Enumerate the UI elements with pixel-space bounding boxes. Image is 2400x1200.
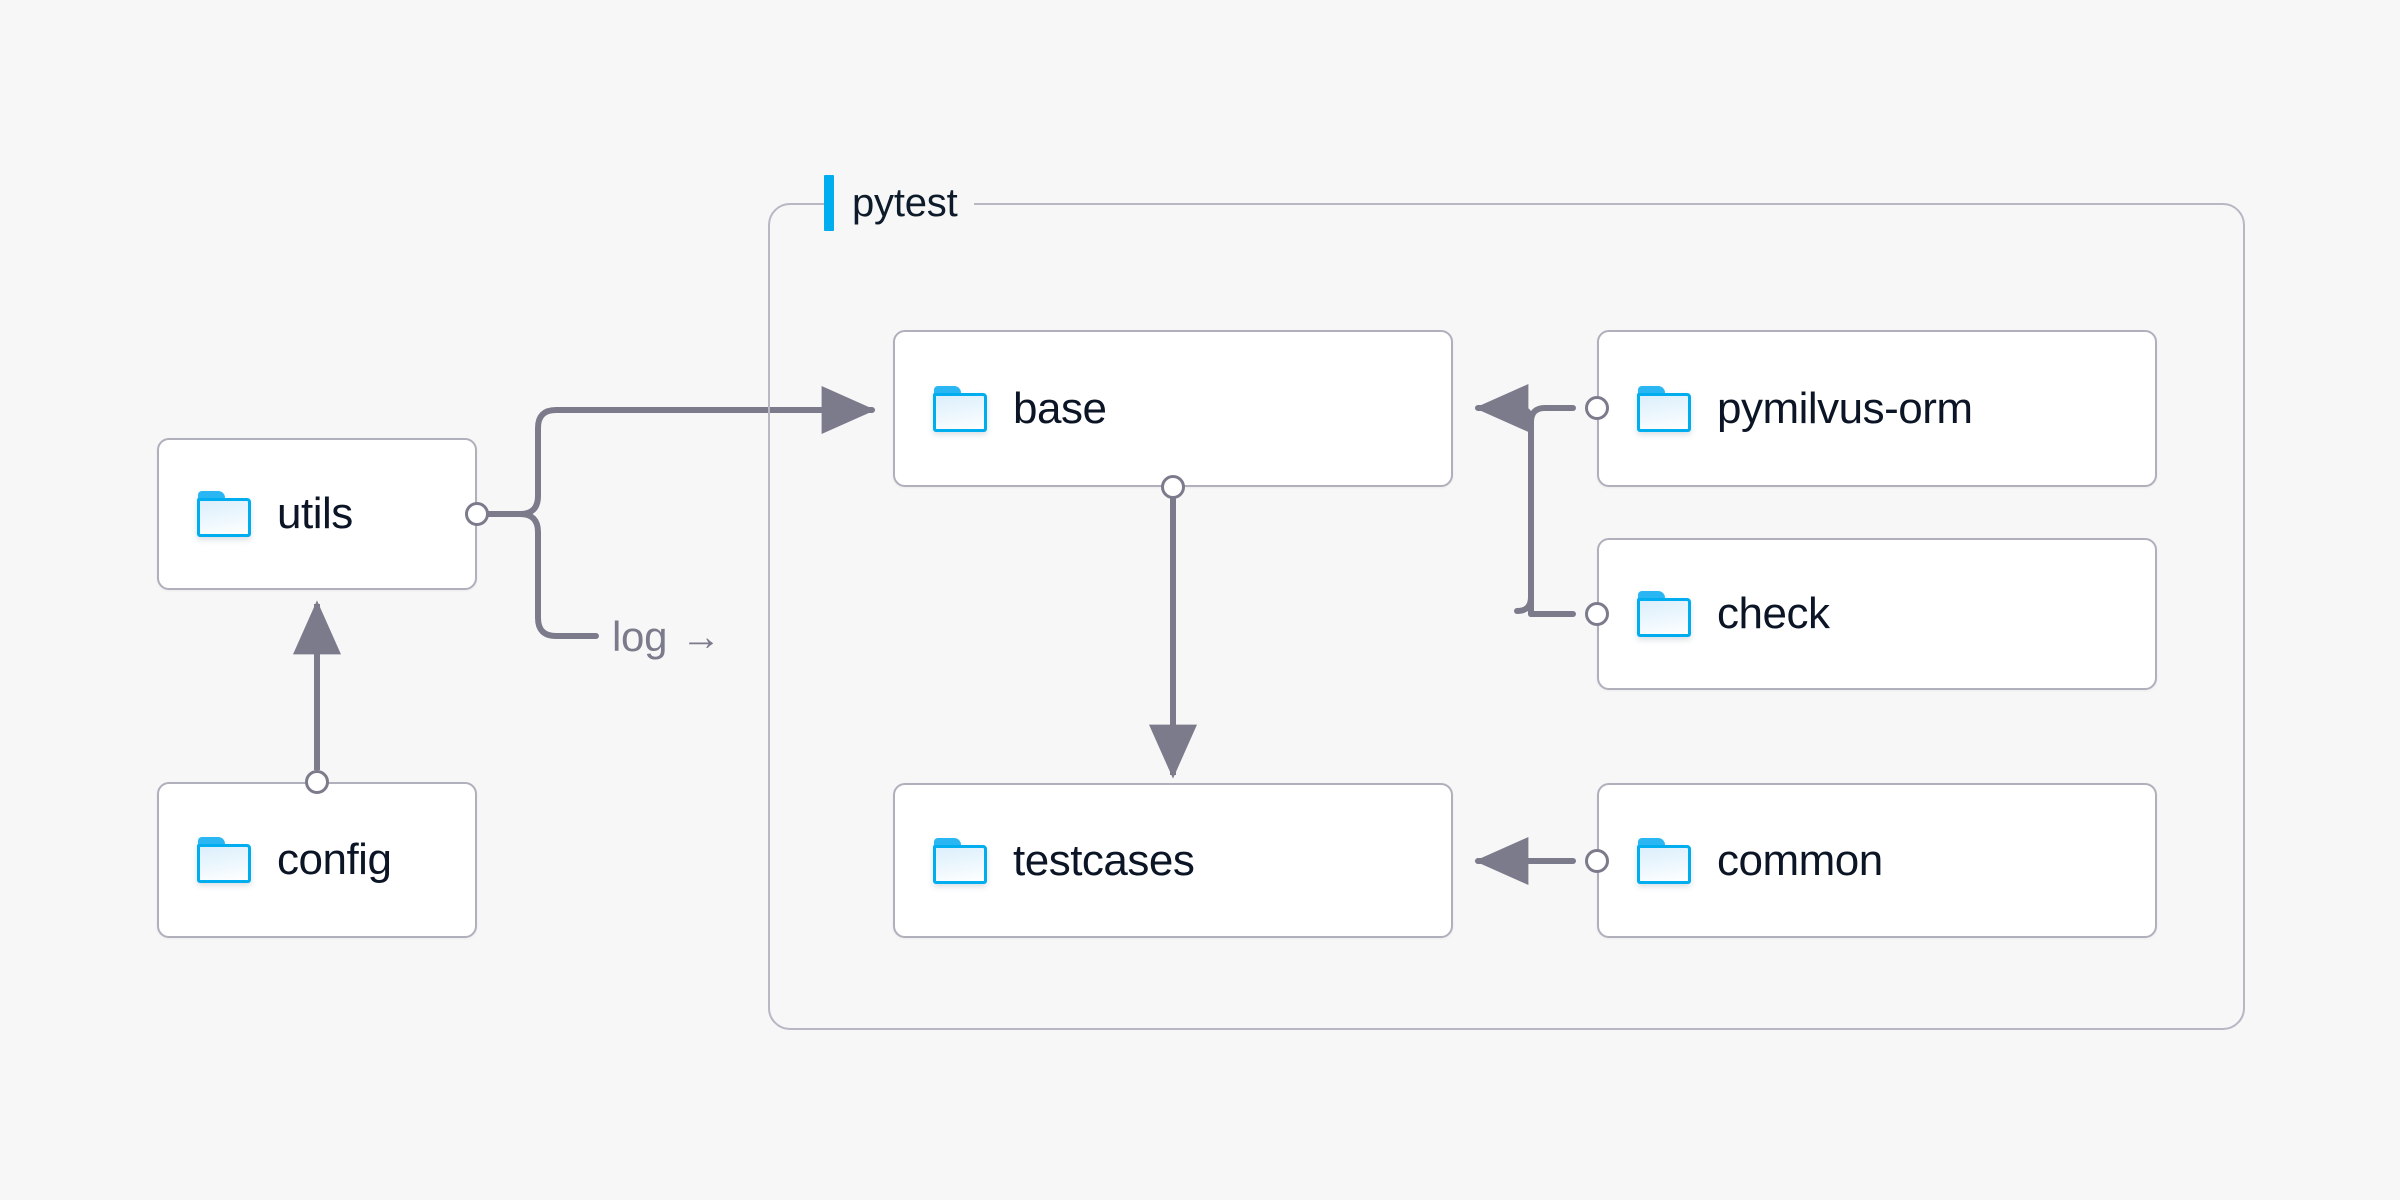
node-label: check <box>1717 589 1830 638</box>
group-header-pytest[interactable]: pytest <box>824 174 974 232</box>
edge-label-text: log <box>612 613 668 660</box>
folder-icon <box>933 837 987 884</box>
group-title: pytest <box>852 180 958 225</box>
folder-icon <box>1637 837 1691 884</box>
folder-icon <box>933 385 987 432</box>
folder-icon <box>1637 591 1691 637</box>
node-testcases[interactable]: testcases <box>893 783 1453 938</box>
node-label: config <box>277 835 392 884</box>
arrow-right-icon: → <box>681 615 721 659</box>
handle-common-left[interactable] <box>1585 849 1609 873</box>
folder-icon <box>1637 385 1691 432</box>
node-label: base <box>1013 383 1107 433</box>
folder-icon <box>197 837 251 883</box>
handle-config-top[interactable] <box>305 770 329 794</box>
handle-check-left[interactable] <box>1585 602 1609 626</box>
group-accent-bar <box>824 175 834 231</box>
node-check[interactable]: check <box>1597 538 2157 690</box>
node-pymilvus-orm[interactable]: pymilvus-orm <box>1597 330 2157 487</box>
node-label: utils <box>277 489 353 538</box>
handle-base-bottom[interactable] <box>1161 475 1185 499</box>
handle-pymilvus-orm-left[interactable] <box>1585 396 1609 420</box>
handle-utils-right[interactable] <box>465 502 489 526</box>
node-utils[interactable]: utils <box>157 438 477 590</box>
node-label: common <box>1717 835 1883 885</box>
edge-label-log[interactable]: log → <box>612 616 721 658</box>
edge-utils-to-log <box>474 511 599 639</box>
group-container-pytest[interactable] <box>768 203 2245 1030</box>
node-common[interactable]: common <box>1597 783 2157 938</box>
folder-icon <box>197 491 251 537</box>
node-base[interactable]: base <box>893 330 1453 487</box>
node-config[interactable]: config <box>157 782 477 938</box>
node-label: testcases <box>1013 835 1195 885</box>
node-label: pymilvus-orm <box>1717 383 1973 433</box>
